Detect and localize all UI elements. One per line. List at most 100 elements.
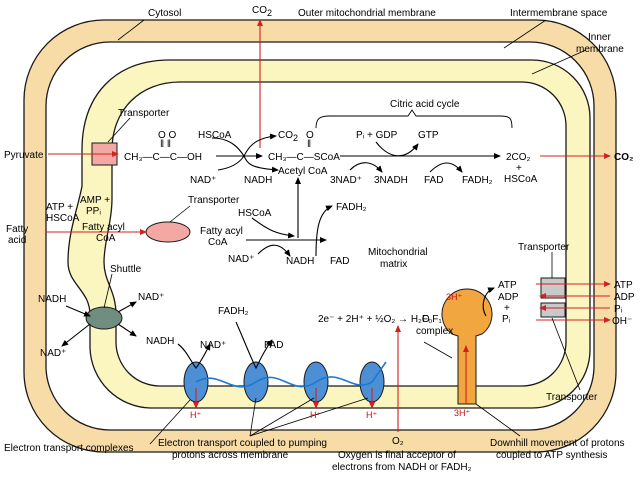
h-plus-label-1: H⁺: [190, 410, 201, 420]
adp-in-label: ADP: [498, 292, 519, 303]
shuttle-to-nad-arrow: [61, 323, 91, 347]
fadh2-oxidation-curve: [235, 321, 273, 370]
citric-acid-cycle-bracket: [315, 109, 513, 129]
pumping-leader-1: [249, 397, 257, 437]
fadh2-label-1: FADH₂: [462, 175, 493, 186]
shuttle-nadh-arrow: [117, 323, 137, 337]
downhill-leader: [475, 403, 521, 437]
gtp-curve: [375, 141, 419, 157]
f0f1-label-2: complex: [416, 326, 453, 337]
amp-ppi-label-2: PPᵢ: [86, 206, 101, 217]
nad-plus-label-2: NAD⁺: [228, 254, 254, 265]
nadh-cyto-label: NADH: [38, 294, 66, 305]
fatty-acyl-coa-label-2b: CoA: [208, 237, 228, 248]
mitochondrial-matrix-label: Mitochondrial: [368, 247, 427, 258]
acetyl-carbonyl-bond: ‖: [307, 139, 311, 150]
intermembrane-space-label: Intermembrane space: [510, 8, 608, 19]
plus-label-1: +: [516, 163, 522, 174]
acetyl-carbonyl-mark: O: [306, 130, 314, 141]
cytosol-label: Cytosol: [148, 8, 181, 19]
etc-coupled-label: Electron transport coupled to pumping: [158, 438, 327, 449]
transporter-bottom-leader: [551, 317, 581, 391]
three-h-bottom-label: 3H⁺: [454, 408, 471, 418]
mitochondrial-matrix-label-2: matrix: [380, 259, 407, 270]
nad-reduction-curve-1: [217, 133, 277, 171]
adp-out-label: ADP: [614, 292, 635, 303]
oxygen-final-label: Oxygen is final acceptor of: [338, 450, 456, 461]
fatty-acyl-transporter: [145, 221, 191, 243]
nadh-label-1: NADH: [244, 175, 272, 186]
nadh-label-2: NADH: [286, 256, 314, 267]
downhill-label: Downhill movement of protons: [490, 438, 625, 449]
acetyl-coa-label: Acetyl CoA: [278, 166, 328, 177]
acetyl-formula: CH₃—C—SCoA: [268, 152, 340, 163]
atp-out-label: ATP: [614, 280, 633, 291]
electron-path: [195, 361, 387, 388]
gtp-label: GTP: [418, 130, 439, 141]
oh-out-label: OH⁻: [612, 316, 632, 327]
transporter-mid-leader: [169, 205, 191, 223]
nad-plus-label-1: NAD⁺: [190, 175, 216, 186]
nad-reduction-curve-2: [349, 162, 383, 173]
hscoa-curve: [251, 217, 295, 239]
intermembrane-leader: [503, 19, 547, 49]
pi-gdp-label: Pᵢ + GDP: [356, 130, 398, 141]
fad-label-2: FAD: [330, 256, 349, 267]
nadh-to-shuttle-arrow: [65, 305, 91, 317]
co2-mid-label: CO2: [278, 130, 298, 143]
h-plus-label-2: H⁺: [310, 410, 321, 420]
nadh-oxidation-curve: [177, 343, 211, 369]
three-nadh-label: 3NADH: [374, 175, 408, 186]
hscoa-label-1: HSCoA: [198, 130, 232, 141]
atp-in-label: ATP: [498, 280, 517, 291]
o2-bottom-label: O₂: [392, 436, 404, 447]
hscoa-label-3: HSCoA: [238, 208, 272, 219]
fadh2-label-3: FADH₂: [218, 306, 249, 317]
fatty-acid-label: Fatty: [6, 224, 28, 235]
oxygen-final-label-2: electrons from NADH or FADH₂: [332, 462, 472, 473]
fatty-acyl-coa-label-2: Fatty acyl: [200, 226, 243, 237]
fatty-acid-label-2: acid: [8, 235, 26, 246]
three-h-top-label: 3H⁺: [446, 292, 463, 302]
pi-in-label: Pᵢ: [502, 314, 511, 325]
shuttle-label: Shuttle: [110, 264, 142, 275]
shuttle-leader: [103, 273, 113, 309]
inner-membrane-label: Inner: [588, 32, 611, 43]
pyruvate-formula: CH₃—C—C—OH: [124, 152, 202, 163]
nad-plus-label-3: NAD⁺: [138, 292, 164, 303]
shuttle-nad-plus-arrow: [117, 301, 137, 313]
pyruvate-carbonyl-bonds: ‖ ‖: [160, 139, 171, 150]
inner-membrane-leader: [531, 49, 587, 75]
atp-hscoa-label: ATP +: [46, 202, 73, 213]
h-plus-label-3: H⁺: [366, 410, 377, 420]
hscoa-label-2: HSCoA: [504, 174, 538, 185]
etc-coupled-label-2: protons across membrane: [172, 450, 289, 461]
transporter-bottom-label: Transporter: [546, 392, 598, 403]
two-co2-label: 2CO₂: [506, 152, 531, 163]
oxygen-equation: 2e⁻ + 2H⁺ + ½O₂ → H₂O: [318, 314, 430, 325]
transporter-top-leader: [107, 117, 131, 143]
f0f1-leader: [423, 341, 453, 359]
phosphate-transporter: [540, 302, 566, 318]
nadh-shuttle: [85, 306, 123, 330]
outer-membrane-label: Outer mitochondrial membrane: [298, 8, 436, 19]
fad-reduction-curve-2: [315, 205, 333, 257]
pumping-leader-3: [249, 397, 369, 437]
pi-out-label: Pᵢ: [614, 304, 623, 315]
transporter-top-label: Transporter: [118, 108, 170, 119]
pumping-leader-2: [249, 397, 315, 437]
atp-adp-transporter: [540, 277, 566, 299]
pyruvate-label: Pyruvate: [4, 150, 44, 161]
etc-label: Electron transport complexes: [4, 443, 134, 454]
transporter-mid-label: Transporter: [188, 195, 240, 206]
nad-plus-label-4: NAD⁺: [200, 340, 226, 351]
fad-reduction-curve-1: [429, 162, 463, 173]
citric-acid-cycle-label: Citric acid cycle: [390, 99, 460, 110]
fadh2-label-2: FADH₂: [336, 202, 367, 213]
plus-label-2: +: [504, 303, 510, 314]
nad-plus-cyto-label: NAD⁺: [40, 348, 66, 359]
atp-synthesis-curve: [482, 287, 495, 317]
f0f1-label: F₀F₁: [422, 314, 442, 325]
fad-label-1: FAD: [424, 175, 443, 186]
